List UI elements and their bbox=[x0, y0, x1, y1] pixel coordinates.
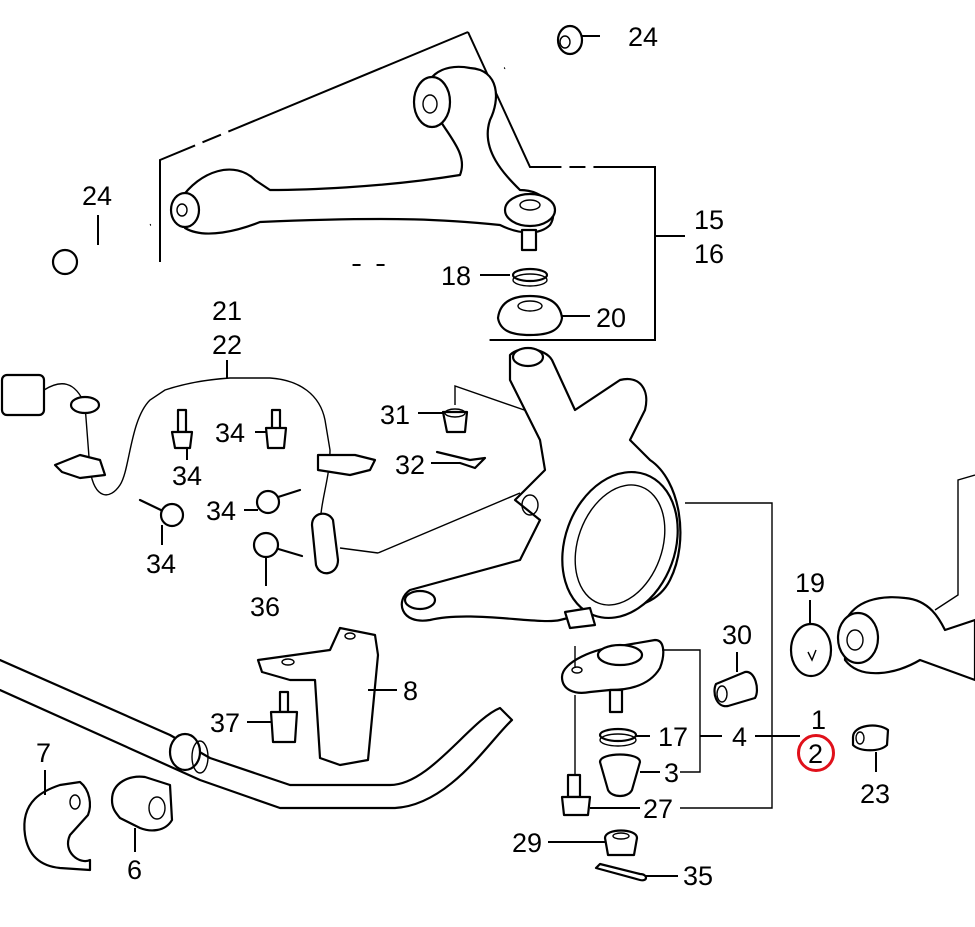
callout-1[interactable]: 1 bbox=[811, 705, 827, 735]
callout-37[interactable]: 37 bbox=[210, 708, 241, 738]
bolt-36[interactable] bbox=[252, 531, 304, 586]
callout-24-left[interactable]: 24 bbox=[82, 181, 113, 211]
lower-arm[interactable] bbox=[836, 474, 975, 682]
bushing-6[interactable] bbox=[110, 775, 174, 852]
wheel-speed-sensor-harness[interactable] bbox=[0, 360, 521, 575]
callout-30[interactable]: 30 bbox=[722, 620, 753, 650]
callout-19[interactable]: 19 bbox=[795, 568, 826, 598]
callout-4[interactable]: 4 bbox=[732, 722, 748, 752]
callout-20[interactable]: 20 bbox=[596, 303, 627, 333]
callout-34-c[interactable]: 34 bbox=[206, 496, 237, 526]
callout-23[interactable]: 23 bbox=[860, 779, 891, 809]
callout-29[interactable]: 29 bbox=[512, 828, 543, 858]
callout-32[interactable]: 32 bbox=[395, 450, 426, 480]
holder-7[interactable] bbox=[23, 770, 92, 872]
ball-joint-4[interactable] bbox=[560, 638, 722, 775]
callout-35[interactable]: 35 bbox=[683, 861, 714, 891]
nut-23[interactable] bbox=[851, 724, 890, 772]
callout-2[interactable]: 2 bbox=[808, 739, 824, 769]
callout-8[interactable]: 8 bbox=[403, 676, 419, 706]
bushing-30[interactable] bbox=[713, 652, 759, 708]
callout-36[interactable]: 36 bbox=[250, 592, 281, 622]
bracket-8[interactable] bbox=[256, 626, 397, 767]
callout-31[interactable]: 31 bbox=[380, 400, 411, 430]
cotter-pin-32[interactable] bbox=[431, 450, 487, 470]
bolt-34-c[interactable] bbox=[138, 498, 185, 545]
bolt-27[interactable] bbox=[560, 773, 640, 817]
cotter-pin-35[interactable] bbox=[594, 862, 678, 882]
washer-19[interactable] bbox=[789, 600, 833, 678]
callout-27[interactable]: 27 bbox=[643, 794, 674, 824]
callout-7[interactable]: 7 bbox=[36, 738, 52, 768]
highlight-circle bbox=[797, 734, 835, 772]
bolt-24-top[interactable] bbox=[503, 24, 600, 71]
callout-21[interactable]: 21 bbox=[212, 296, 243, 326]
callout-17[interactable]: 17 bbox=[658, 722, 689, 752]
callout-34-d[interactable]: 34 bbox=[146, 549, 177, 579]
callout-34-a[interactable]: 34 bbox=[215, 418, 246, 448]
castle-nut-31[interactable] bbox=[418, 385, 531, 434]
callout-34-b[interactable]: 34 bbox=[172, 461, 203, 491]
bolt-24-left[interactable] bbox=[51, 215, 152, 276]
callout-16[interactable]: 16 bbox=[694, 239, 725, 269]
boot-3[interactable] bbox=[598, 753, 660, 798]
upper-arm-group-bracket bbox=[159, 31, 685, 341]
castle-nut-29[interactable] bbox=[548, 829, 639, 857]
set-ring-17[interactable] bbox=[598, 727, 650, 747]
callout-3[interactable]: 3 bbox=[664, 758, 680, 788]
callout-24-top[interactable]: 24 bbox=[628, 22, 659, 52]
bolt-34-a[interactable] bbox=[170, 408, 194, 460]
callout-6[interactable]: 6 bbox=[127, 855, 143, 885]
callout-22[interactable]: 22 bbox=[212, 330, 243, 360]
bolt-34-d[interactable] bbox=[244, 488, 302, 515]
stabilizer-bar[interactable] bbox=[0, 658, 514, 810]
bolt-34-b[interactable] bbox=[255, 408, 288, 450]
upper-arm[interactable] bbox=[169, 65, 557, 252]
boot-20[interactable] bbox=[496, 294, 590, 337]
set-ring-18[interactable] bbox=[480, 267, 549, 287]
callout-15[interactable]: 15 bbox=[694, 205, 725, 235]
callout-18[interactable]: 18 bbox=[441, 261, 472, 291]
bolt-37[interactable] bbox=[247, 690, 299, 744]
knuckle[interactable] bbox=[400, 346, 800, 809]
